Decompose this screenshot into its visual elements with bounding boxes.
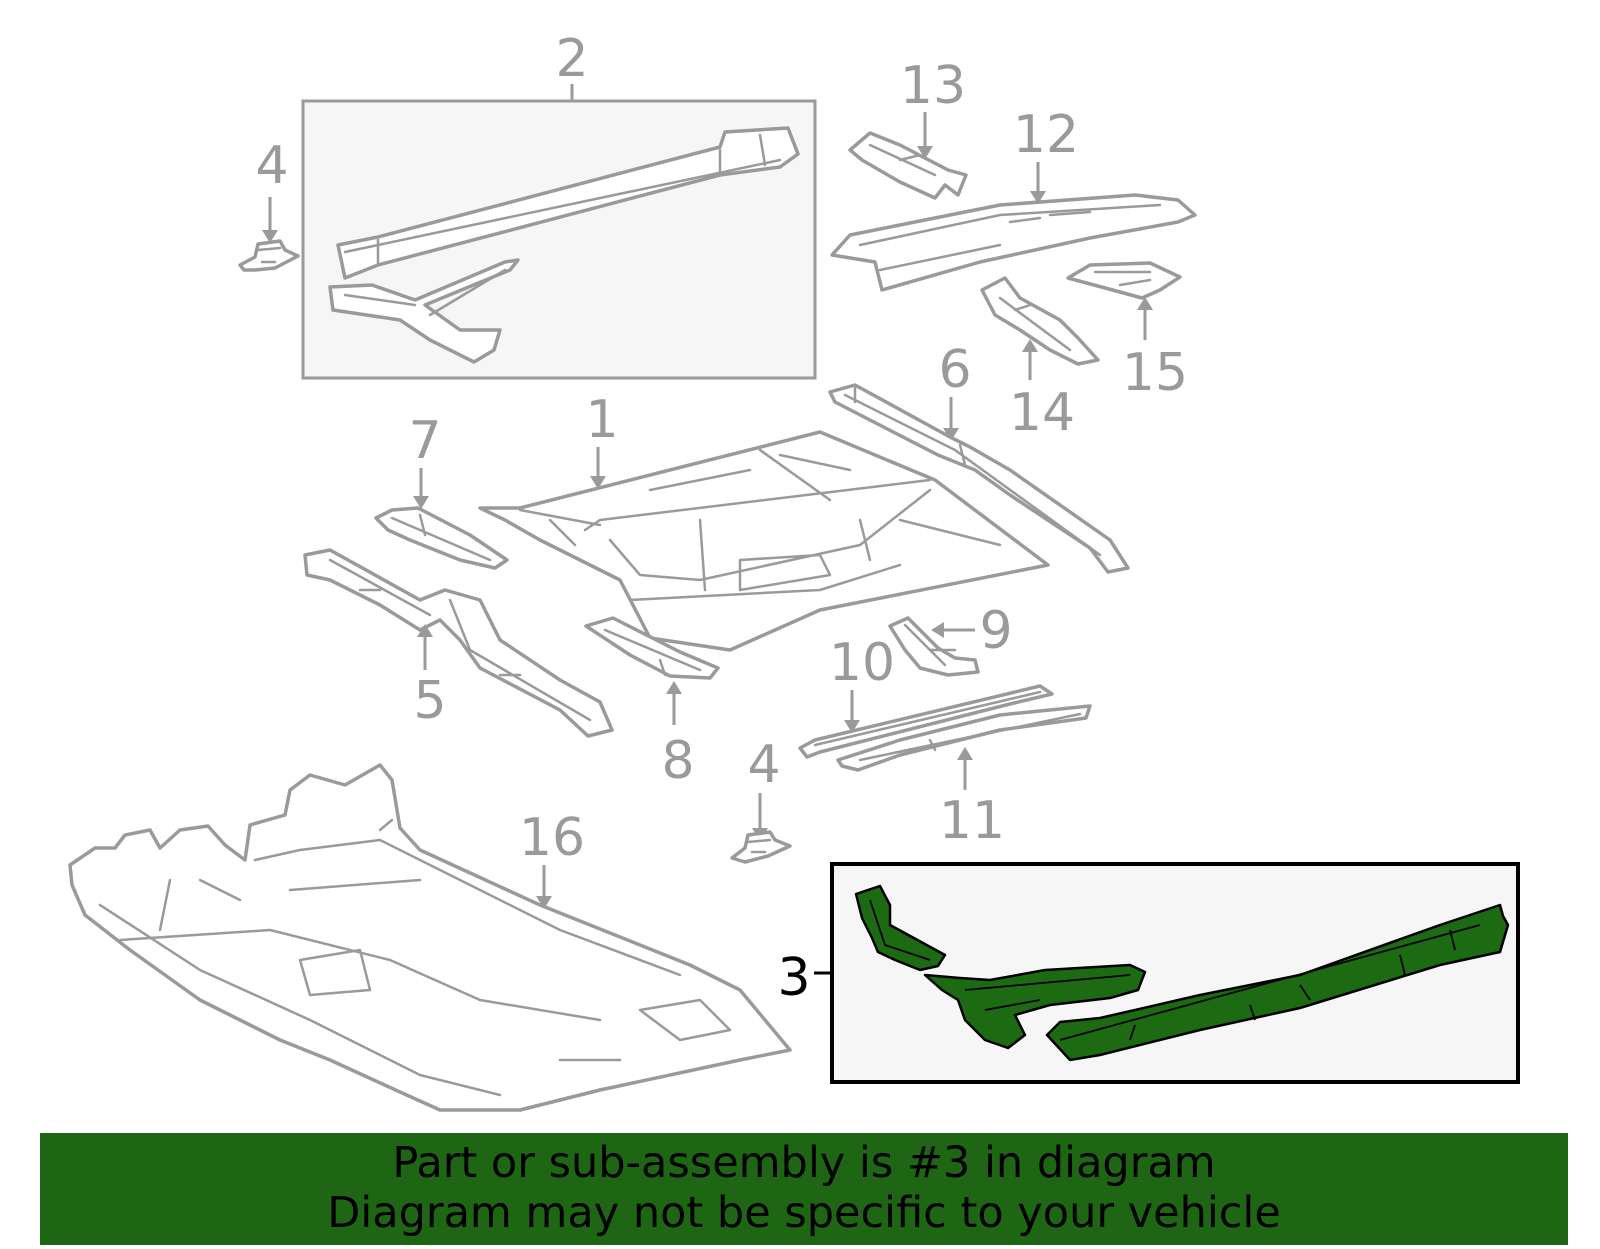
callout-10: 10 [829,633,895,693]
part-7[interactable]: 7 [374,411,509,570]
callout-3: 3 [777,948,810,1008]
callout-11: 11 [939,791,1005,851]
part-3-rear-brace [923,963,1147,1050]
part-16-carpet[interactable]: 16 [68,763,792,1112]
part-15[interactable]: 15 [1066,261,1188,403]
part-2-brace [328,258,520,364]
part-5[interactable]: 5 [303,548,614,738]
part-1-floor-pan[interactable]: 1 [478,390,1050,652]
part-2-rail [336,126,800,280]
part-4-bracket-top[interactable]: 4 [238,136,300,272]
callout-5: 5 [413,671,446,731]
callout-9: 9 [979,601,1012,661]
callout-8: 8 [661,731,694,791]
callout-2: 2 [555,29,588,89]
callout-4-top: 4 [255,136,288,196]
part-3-group[interactable]: 3 [777,862,1520,1084]
callout-4-lower: 4 [747,735,780,795]
part-10[interactable]: 10 [798,633,1054,759]
part-13[interactable]: 13 [848,56,968,200]
callout-6: 6 [938,340,971,400]
callout-16: 16 [519,808,585,868]
part-6[interactable]: 6 [828,340,1130,574]
part-8[interactable]: 8 [584,616,720,791]
callout-14: 14 [1009,383,1075,443]
part-3-side-rail [1045,903,1510,1062]
part-2-group[interactable]: 2 [301,29,817,380]
callout-15: 15 [1122,343,1188,403]
callout-1: 1 [585,390,618,450]
callout-12: 12 [1013,105,1079,165]
callout-7: 7 [408,411,441,471]
callout-13: 13 [900,56,966,116]
banner-line-1: Part or sub-assembly is #3 in diagram [392,1138,1216,1188]
banner-line-2: Diagram may not be specific to your vehi… [327,1188,1281,1238]
part-3-front-brace [854,884,947,972]
part-11[interactable]: 11 [836,704,1092,851]
info-banner: Part or sub-assembly is #3 in diagram Di… [40,1133,1568,1245]
part-14[interactable]: 14 [980,276,1100,443]
part-4-bracket-lower[interactable]: 4 [730,735,792,864]
part-9[interactable]: 9 [888,601,1013,677]
part-12[interactable]: 12 [830,105,1197,292]
